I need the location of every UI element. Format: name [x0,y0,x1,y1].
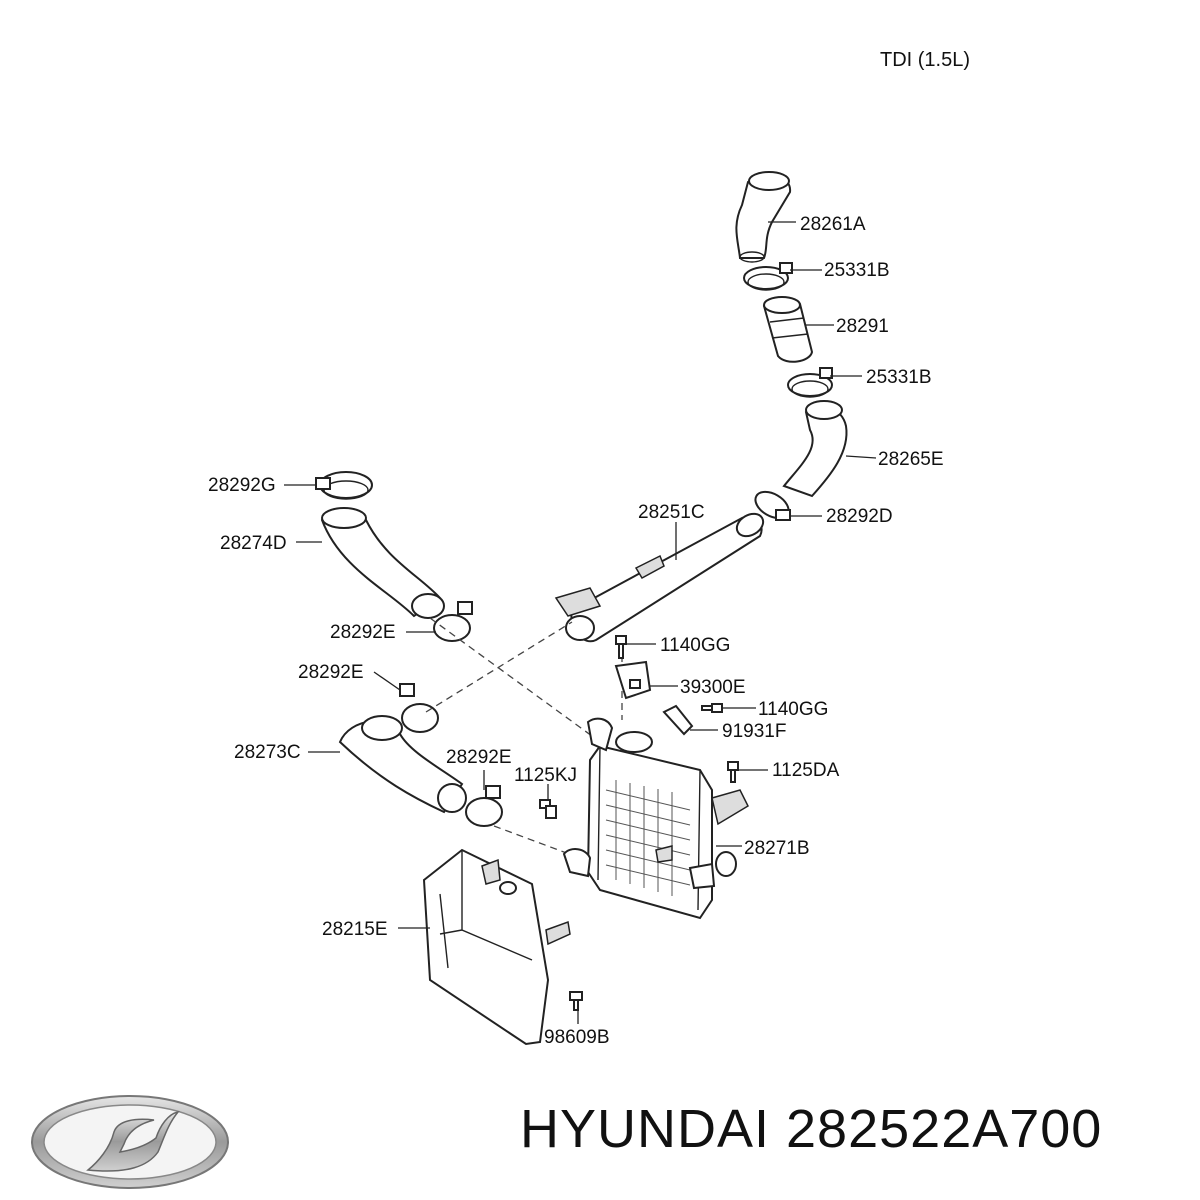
bolt-1125kj [539,799,557,819]
intercooler-parts-diagram: TDI (1.5L) [208,49,970,1048]
callout-91931f: 91931F [722,721,786,742]
callout-28292e-3: 28292E [446,747,512,768]
clamp-28292e-3 [465,785,503,827]
air-guide-28215e [422,848,571,1046]
bolt-1140gg-right [701,703,723,713]
clamp-28292e-1 [433,601,473,642]
callout-28292e-2: 28292E [298,662,364,683]
engine-label: TDI (1.5L) [880,49,970,71]
hose-28274d [320,507,445,619]
callout-28291: 28291 [836,316,889,337]
clamp-28292g [315,471,373,500]
callout-25331b-2: 25331B [866,367,932,388]
callout-39300e: 39300E [680,677,746,698]
pipe-28251c [554,512,765,643]
hose-28273c [338,715,467,814]
callout-28292d: 28292D [826,506,893,527]
clamp-25331b-lower [787,367,833,398]
bolt-1140gg-top [615,635,627,659]
footer-part-number: HYUNDAI 282522A700 [520,1099,1103,1159]
callout-28292e-1: 28292E [330,622,396,643]
callout-25331b-1: 25331B [824,260,890,281]
hose-28261a [735,171,792,263]
bolt-1125da [727,761,739,783]
leader-lines [284,221,877,1024]
callout-1140gg-2: 1140GG [758,699,828,720]
clamp-28292d [754,490,791,521]
sleeve-28291 [762,296,814,363]
callout-28261a: 28261A [800,214,866,235]
bracket-91931f [662,704,694,736]
callout-28273c: 28273C [234,742,301,763]
callout-1125da: 1125DA [772,760,840,781]
callout-28274d: 28274D [220,533,287,554]
callout-28215e: 28215E [322,919,388,940]
callout-98609b: 98609B [544,1027,610,1048]
clamp-28292e-2 [399,683,439,733]
callout-1140gg-1: 1140GG [660,635,730,656]
bolt-98609b [569,991,583,1011]
callout-28265e: 28265E [878,449,944,470]
callout-1125kj: 1125KJ [514,765,577,786]
hyundai-logo-icon [31,1095,229,1189]
callout-28271b: 28271B [744,838,810,859]
hose-28265e [782,400,848,498]
callout-28251c: 28251C [638,502,705,523]
callout-28292g: 28292G [208,475,276,496]
clamp-25331b-upper [743,262,793,291]
intercooler-28271b [562,717,749,920]
sensor-39300e [614,660,652,700]
